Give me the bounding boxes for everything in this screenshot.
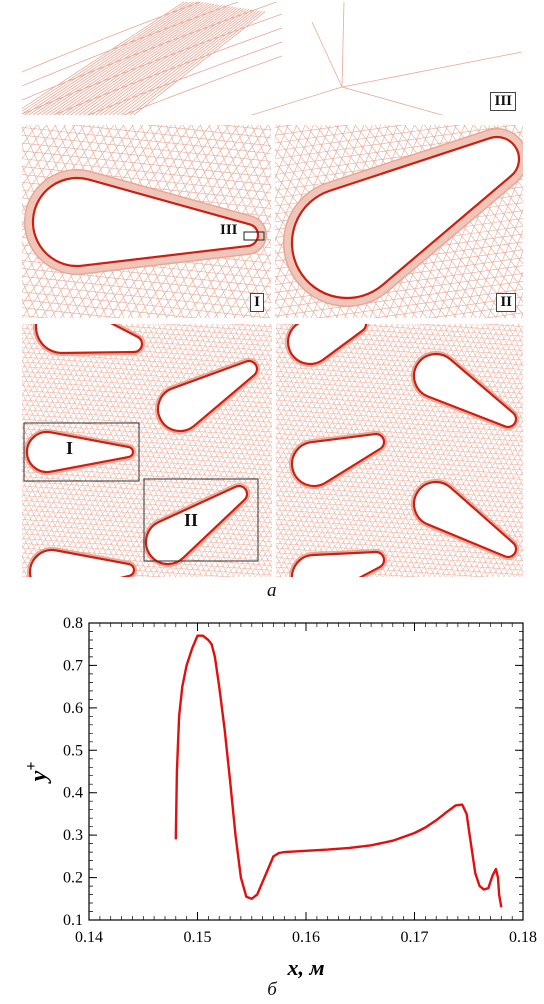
blade-profile-i bbox=[24, 169, 267, 275]
mesh-lines bbox=[22, 324, 272, 577]
blade-wall bbox=[156, 359, 259, 433]
cascade-blade-5 bbox=[289, 549, 387, 577]
x-tick-label: 0.16 bbox=[292, 929, 320, 946]
cascade-blade-1 bbox=[285, 324, 369, 367]
triangular-mesh bbox=[276, 324, 523, 577]
y-tick-label: 0.2 bbox=[63, 870, 83, 887]
x-tick-label: 0.18 bbox=[509, 929, 537, 946]
mesh-overview-right-panel bbox=[276, 324, 523, 577]
y-tick-label: 0.7 bbox=[63, 657, 83, 674]
blade-wall bbox=[34, 324, 144, 355]
y-axis-label: y+ bbox=[23, 762, 52, 785]
panel-label-i: I bbox=[250, 293, 264, 312]
mesh-lines bbox=[276, 324, 523, 577]
mesh-zoom-i-graphic bbox=[22, 125, 271, 318]
x-tick-label: 0.17 bbox=[401, 929, 429, 946]
blade-wall bbox=[144, 484, 249, 566]
zoom-box-i bbox=[23, 422, 140, 482]
y-tick-label: 0.4 bbox=[63, 785, 83, 802]
blade-profile-ii bbox=[283, 128, 523, 307]
inset-box-iii bbox=[243, 231, 265, 241]
blade-wall bbox=[28, 548, 136, 577]
y-tick-label: 0.8 bbox=[63, 615, 83, 632]
mesh-zoom-iii-graphic bbox=[22, 2, 522, 115]
minor-ticks bbox=[88, 622, 524, 921]
blade-wall bbox=[412, 480, 518, 559]
mesh-overview-left-graphic bbox=[22, 324, 272, 577]
y-tick-label: 0.1 bbox=[63, 912, 83, 929]
y-tick-label: 0.3 bbox=[63, 827, 83, 844]
mesh-lines bbox=[22, 324, 272, 577]
y-tick-label: 0.6 bbox=[63, 700, 83, 717]
boundary-layer-close-up bbox=[22, 2, 522, 115]
mesh-zoom-ii-graphic bbox=[275, 125, 523, 318]
y-axis-label-base: y bbox=[26, 770, 52, 784]
blade-wall bbox=[412, 352, 518, 429]
series-line bbox=[174, 634, 503, 908]
blade-wall bbox=[31, 176, 260, 268]
cascade-blade-1 bbox=[33, 324, 145, 357]
mesh-zoom-ii-panel: II bbox=[275, 125, 523, 318]
panel-label-iii: III bbox=[490, 92, 516, 111]
mesh-line-family bbox=[276, 324, 523, 577]
blade-wall bbox=[290, 135, 521, 300]
cascade-blade-3 bbox=[24, 429, 136, 475]
blade-wall bbox=[25, 430, 135, 474]
mesh-overview-right-graphic bbox=[276, 324, 523, 577]
mesh-line-family bbox=[22, 324, 272, 577]
y-plus-chart: 0.14 0.15 0.16 0.17 0.18 0.1 0.2 0.3 0.4 0.5 0.6 0.… bbox=[23, 615, 537, 1000]
x-tick-label: 0.15 bbox=[184, 929, 212, 946]
mesh-zoom-i-panel: I III bbox=[22, 125, 271, 318]
y-axis-label-superscript: + bbox=[23, 762, 40, 771]
mesh-line-family bbox=[22, 324, 272, 577]
cascade-blade-3 bbox=[289, 431, 387, 489]
inset-label-iii: III bbox=[220, 222, 238, 238]
x-tick-label: 0.14 bbox=[75, 929, 103, 946]
cascade-blade-2 bbox=[154, 358, 260, 435]
mesh-overview-left-panel: I II bbox=[22, 324, 272, 577]
boundary-layer-lines bbox=[22, 2, 522, 115]
blade-wall bbox=[286, 324, 368, 366]
panel-label-ii: II bbox=[496, 293, 516, 312]
cascade-blade-4 bbox=[143, 483, 250, 567]
cascade-blade-4 bbox=[411, 479, 519, 560]
mesh-zoom-iii-panel: III bbox=[22, 2, 522, 115]
box-label-ii: II bbox=[184, 510, 199, 530]
caption-b: б bbox=[267, 979, 278, 1000]
blade-wall bbox=[290, 550, 386, 577]
zoom-box-ii bbox=[143, 478, 259, 562]
box-label-i: I bbox=[66, 438, 74, 458]
plot-frame bbox=[88, 622, 524, 921]
y-tick-label: 0.5 bbox=[63, 742, 83, 759]
triangular-mesh bbox=[22, 324, 272, 577]
mesh-lines bbox=[276, 324, 523, 577]
blade-wall bbox=[290, 432, 386, 488]
x-axis-label: x, м bbox=[286, 955, 324, 980]
cascade-blade-2 bbox=[411, 351, 519, 430]
cascade-blade-5 bbox=[27, 547, 137, 577]
caption-a: а bbox=[267, 580, 277, 601]
mesh-line-family bbox=[276, 324, 523, 577]
